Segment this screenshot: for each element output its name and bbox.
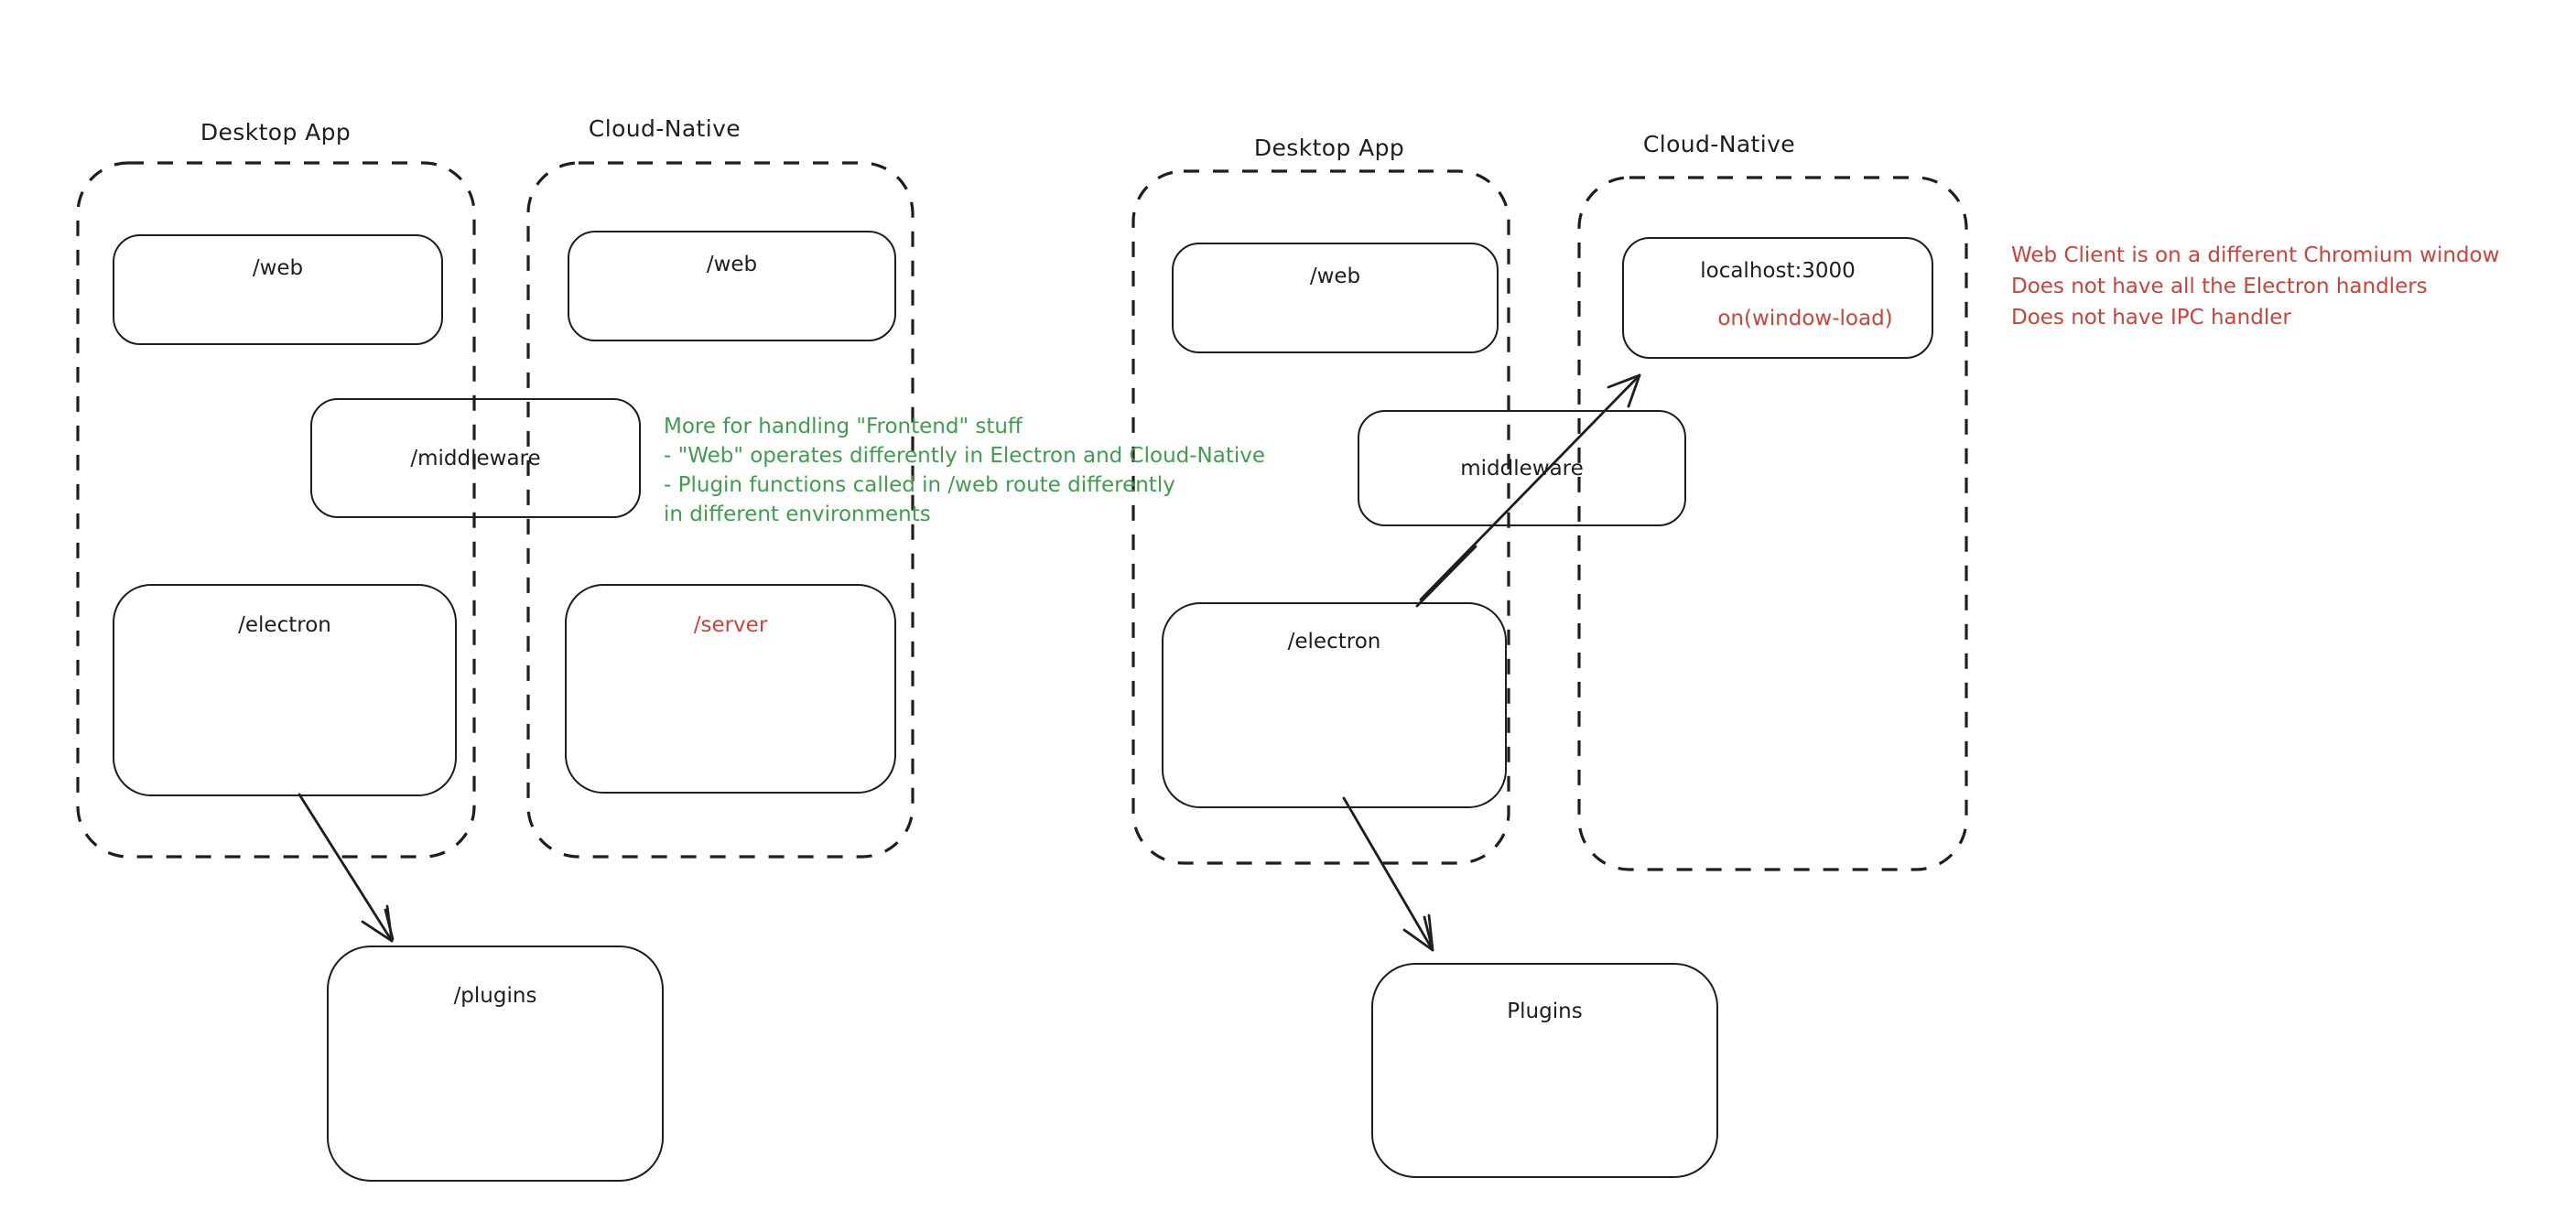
right-desktop-web-label: /web	[1309, 265, 1361, 288]
right-desktop-web-box[interactable]: /web	[1172, 243, 1499, 353]
right-cloud-native-title: Cloud-Native	[1642, 131, 1796, 157]
left-plugins-box[interactable]: /plugins	[327, 946, 664, 1182]
left-desktop-web-box[interactable]: /web	[113, 234, 443, 345]
right-desktop-app-container[interactable]	[1131, 169, 1510, 865]
red-note-line-2: Does not have all the Electron handlers	[2011, 275, 2428, 298]
frontend-note-green[interactable]: More for handling "Frontend" stuff - "We…	[664, 412, 1265, 529]
right-middleware-box[interactable]: middleware	[1358, 410, 1686, 526]
red-note-line-1: Web Client is on a different Chromium wi…	[2011, 243, 2500, 267]
right-cloud-native-container[interactable]	[1577, 176, 1968, 871]
right-electron-box[interactable]: /electron	[1162, 602, 1507, 808]
left-middleware-label: /middleware	[410, 446, 541, 470]
right-plugins-box[interactable]: Plugins	[1371, 963, 1718, 1178]
left-desktop-app-container[interactable]	[76, 161, 476, 859]
left-electron-label: /electron	[238, 613, 331, 637]
left-electron-to-plugins-arrow[interactable]	[298, 793, 395, 943]
green-note-line-1: More for handling "Frontend" stuff	[664, 415, 1023, 438]
green-note-line-2: - "Web" operates differently in Electron…	[664, 444, 1266, 468]
green-note-line-4: in different environments	[664, 503, 931, 526]
left-cloud-web-box[interactable]: /web	[568, 231, 896, 341]
red-note-line-3: Does not have IPC handler	[2011, 306, 2291, 330]
right-desktop-app-title: Desktop App	[1253, 135, 1405, 161]
left-cloud-native-container[interactable]	[526, 161, 915, 859]
left-electron-box[interactable]: /electron	[113, 584, 457, 796]
left-cloud-web-label: /web	[706, 253, 758, 276]
right-electron-to-localhost-arrow[interactable]	[1415, 373, 1641, 608]
right-plugins-label: Plugins	[1507, 1000, 1583, 1023]
left-middleware-box[interactable]: /middleware	[310, 398, 641, 518]
left-desktop-web-label: /web	[252, 256, 304, 280]
on-window-load-label: on(window-load)	[1717, 307, 1893, 330]
right-electron-to-plugins-arrow[interactable]	[1342, 796, 1434, 952]
green-note-line-3: - Plugin functions called in /web route …	[664, 473, 1175, 497]
left-server-label: /server	[693, 613, 768, 637]
web-client-note-red[interactable]: Web Client is on a different Chromium wi…	[2011, 240, 2499, 333]
localhost-3000-label: localhost:3000	[1700, 259, 1856, 283]
right-electron-label: /electron	[1287, 630, 1381, 654]
left-server-box[interactable]: /server	[565, 584, 896, 794]
left-desktop-app-title: Desktop App	[200, 119, 352, 146]
left-cloud-native-title: Cloud-Native	[588, 115, 741, 142]
right-middleware-label: middleware	[1460, 456, 1584, 481]
left-plugins-label: /plugins	[453, 984, 537, 1008]
localhost-3000-box[interactable]: localhost:3000 on(window-load)	[1622, 237, 1933, 359]
